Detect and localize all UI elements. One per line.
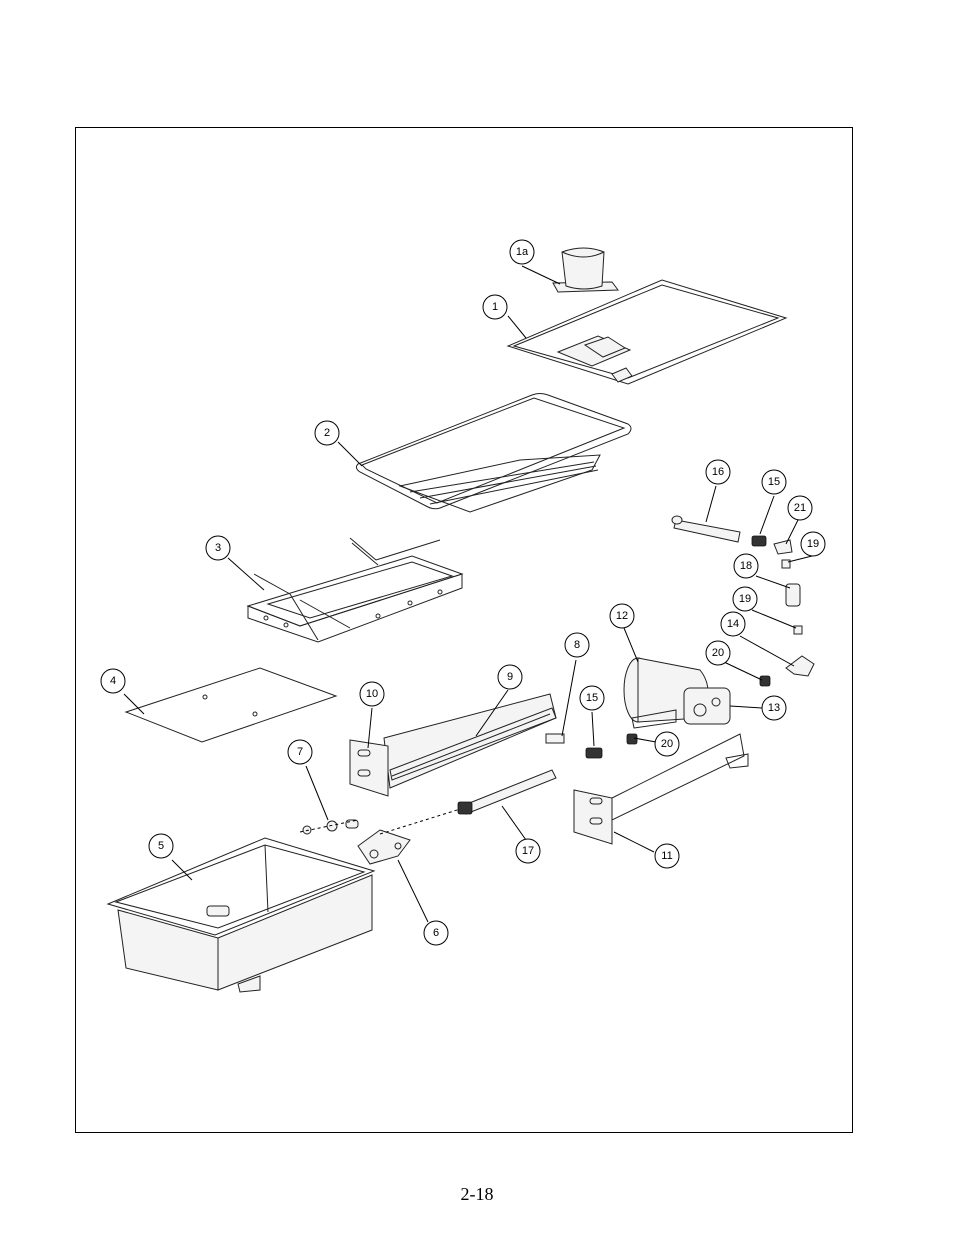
part-19-fitting-lower — [793, 625, 803, 635]
callout-3: 3 — [205, 535, 231, 561]
part-18-union — [785, 583, 801, 607]
part-15-fitting-upper — [751, 535, 767, 547]
callout-4: 4 — [100, 668, 126, 694]
svg-text:11: 11 — [661, 850, 672, 862]
svg-text:8: 8 — [574, 639, 580, 651]
part-1-lid — [506, 279, 788, 385]
svg-text:17: 17 — [522, 845, 534, 857]
svg-text:6: 6 — [433, 927, 439, 939]
part-7-fasteners — [299, 805, 471, 835]
svg-text:21: 21 — [794, 502, 806, 514]
svg-text:16: 16 — [712, 466, 724, 478]
part-4-plate — [124, 667, 338, 743]
page-number: 2-18 — [460, 1184, 494, 1204]
callout-20-lower: 20 — [654, 731, 680, 757]
callout-7: 7 — [287, 739, 313, 765]
svg-text:20: 20 — [712, 647, 724, 659]
svg-text:20: 20 — [661, 738, 673, 750]
svg-text:1a: 1a — [516, 246, 529, 258]
svg-text:12: 12 — [616, 610, 628, 622]
callout-15-upper: 15 — [761, 469, 787, 495]
part-10-mount-plate — [349, 739, 389, 797]
part-16-pipe — [671, 515, 741, 543]
callout-19-upper: 19 — [800, 531, 826, 557]
part-8-clip — [545, 733, 565, 744]
part-20-nipple-lower — [626, 733, 638, 745]
callout-21: 21 — [787, 495, 813, 521]
callout-group — [123, 265, 813, 923]
callout-8: 8 — [564, 632, 590, 658]
callout-17: 17 — [515, 838, 541, 864]
svg-text:9: 9 — [507, 671, 513, 683]
svg-text:13: 13 — [768, 702, 780, 714]
part-17-hose — [457, 769, 557, 815]
part-2-wire-rack — [355, 393, 632, 513]
callout-12: 12 — [609, 603, 635, 629]
callout-2: 2 — [314, 420, 340, 446]
callout-15-lower: 15 — [579, 685, 605, 711]
callout-1a: 1a — [509, 239, 535, 265]
svg-text:3: 3 — [215, 542, 221, 554]
svg-text:4: 4 — [110, 675, 116, 687]
svg-text:1: 1 — [492, 301, 498, 313]
svg-text:7: 7 — [297, 746, 303, 758]
part-6-bracket — [357, 829, 411, 865]
svg-text:5: 5 — [158, 840, 164, 852]
svg-text:10: 10 — [366, 688, 378, 700]
svg-text:15: 15 — [586, 692, 598, 704]
callout-18: 18 — [733, 553, 759, 579]
callout-5: 5 — [148, 833, 174, 859]
part-15-fitting-lower — [585, 747, 603, 759]
part-3-frame-stand — [246, 537, 464, 643]
callout-14: 14 — [720, 611, 746, 637]
svg-text:2: 2 — [324, 427, 330, 439]
part-1a-flue — [552, 247, 619, 293]
callout-1: 1 — [482, 294, 508, 320]
svg-text:19: 19 — [739, 593, 751, 605]
svg-text:14: 14 — [727, 618, 739, 630]
callout-11: 11 — [654, 843, 680, 869]
svg-text:19: 19 — [807, 538, 819, 550]
part-14-elbow — [785, 655, 815, 677]
callout-6: 6 — [423, 920, 449, 946]
callout-9: 9 — [497, 664, 523, 690]
part-9-rail — [383, 693, 557, 789]
part-21-tee — [773, 539, 793, 555]
svg-text:18: 18 — [740, 560, 752, 572]
part-5-basin — [106, 837, 376, 993]
part-20-nipple-upper — [759, 675, 771, 687]
callout-10: 10 — [359, 681, 385, 707]
callout-13: 13 — [761, 695, 787, 721]
callout-16: 16 — [705, 459, 731, 485]
part-13-pump-head — [683, 687, 731, 725]
callout-20-upper: 20 — [705, 640, 731, 666]
diagram-frame — [75, 127, 853, 1133]
part-19-fitting-upper — [781, 559, 791, 569]
callout-19-lower: 19 — [732, 586, 758, 612]
svg-text:15: 15 — [768, 476, 780, 488]
part-11-motor-bracket — [573, 733, 749, 845]
